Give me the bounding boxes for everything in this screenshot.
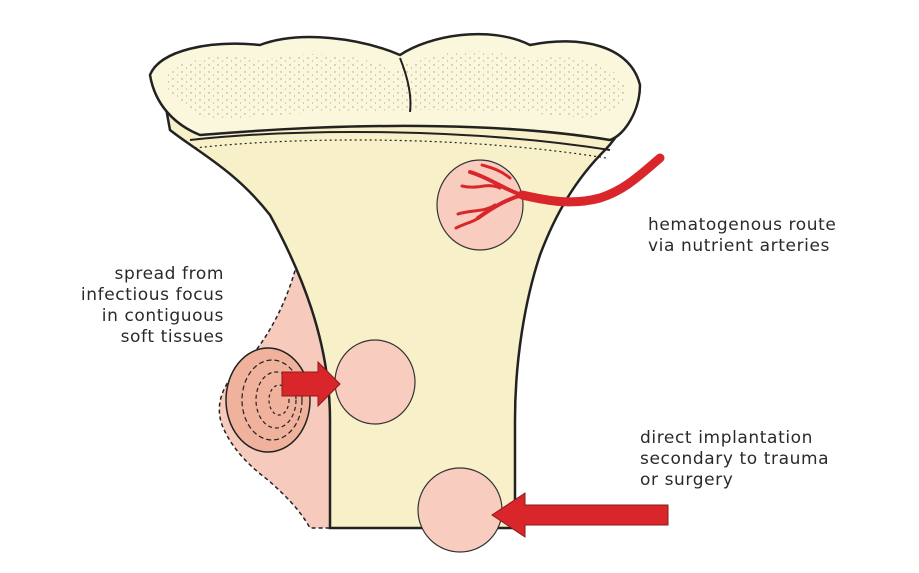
direct-label-line-1: direct implantation (640, 428, 829, 449)
hematogenous-label-line-1: hematogenous route (648, 215, 836, 236)
contiguous-label-line-1: spread from (81, 264, 224, 285)
hematogenous-label: hematogenous route via nutrient arteries (648, 215, 836, 257)
direct-implantation-label: direct implantation secondary to trauma … (640, 428, 829, 491)
contiguous-label-line-2: infectious focus (81, 285, 224, 306)
contiguous-label-line-3: in contiguous (81, 306, 224, 327)
contiguous-label: spread from infectious focus in contiguo… (81, 264, 224, 348)
contiguous-lesion (335, 340, 415, 424)
hematogenous-lesion (437, 160, 523, 250)
direct-lesion (418, 468, 502, 552)
direct-label-line-3: or surgery (640, 470, 829, 491)
direct-implantation-arrow (492, 493, 668, 537)
direct-label-line-2: secondary to trauma (640, 449, 829, 470)
contiguous-label-line-4: soft tissues (81, 327, 224, 348)
soft-tissue-abscess (226, 348, 310, 452)
hematogenous-label-line-2: via nutrient arteries (648, 236, 836, 257)
